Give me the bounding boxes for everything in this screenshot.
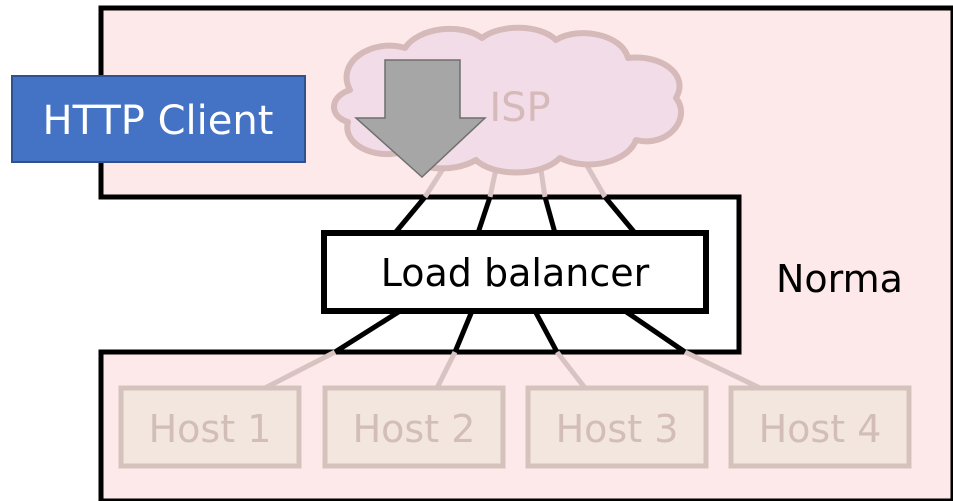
- host-label-3: Host 3: [556, 407, 679, 451]
- host-label-4: Host 4: [759, 407, 882, 451]
- host-box-3: [525, 385, 709, 469]
- isp-label: ISP: [489, 85, 550, 131]
- load-balancer-zone-border: [101, 194, 742, 355]
- host-box-1: [118, 385, 302, 469]
- host-label-2: Host 2: [353, 407, 476, 451]
- isp-links: [393, 195, 637, 235]
- network-label: Norma: [776, 257, 903, 301]
- host-box-4: [728, 385, 912, 469]
- load-balancer-box: [321, 230, 709, 314]
- request-arrow: [354, 59, 487, 179]
- hosts: Host 1 Host 2 Host 3 Host 4: [118, 385, 912, 469]
- load-balancer-label: Load balancer: [381, 251, 650, 295]
- host-links-faded: [263, 349, 762, 391]
- host-links: [333, 308, 687, 355]
- host-label-1: Host 1: [149, 407, 272, 451]
- http-client-box: [11, 75, 306, 163]
- host-box-2: [322, 385, 506, 469]
- http-client-label: HTTP Client: [43, 98, 274, 144]
